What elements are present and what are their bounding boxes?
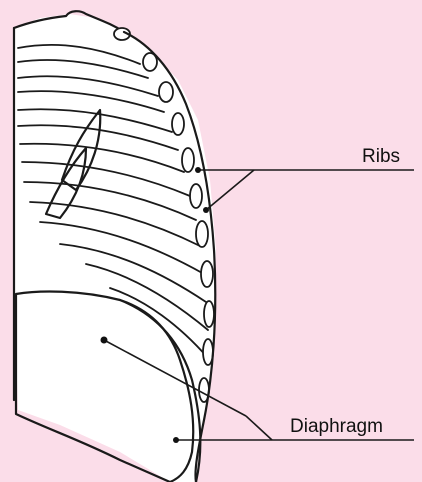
cartilage [196,221,208,247]
diaphragm-label: Diaphragm [290,416,383,438]
diaphragm-pointer-dot [173,437,179,443]
ribs-pointer-dot [203,207,209,213]
diaphragm-pointer-dot [101,337,108,344]
ribs-label: Ribs [362,146,400,168]
cartilage [201,261,213,287]
diaphragm-leader-diagonal-2 [246,416,272,440]
cartilage [204,301,214,327]
ribs-pointer-dot [195,167,201,173]
cartilage [159,82,173,102]
cartilage [190,184,202,208]
cartilage [172,113,184,135]
cartilage [182,148,194,172]
ribs-leader-diagonal [206,170,254,210]
